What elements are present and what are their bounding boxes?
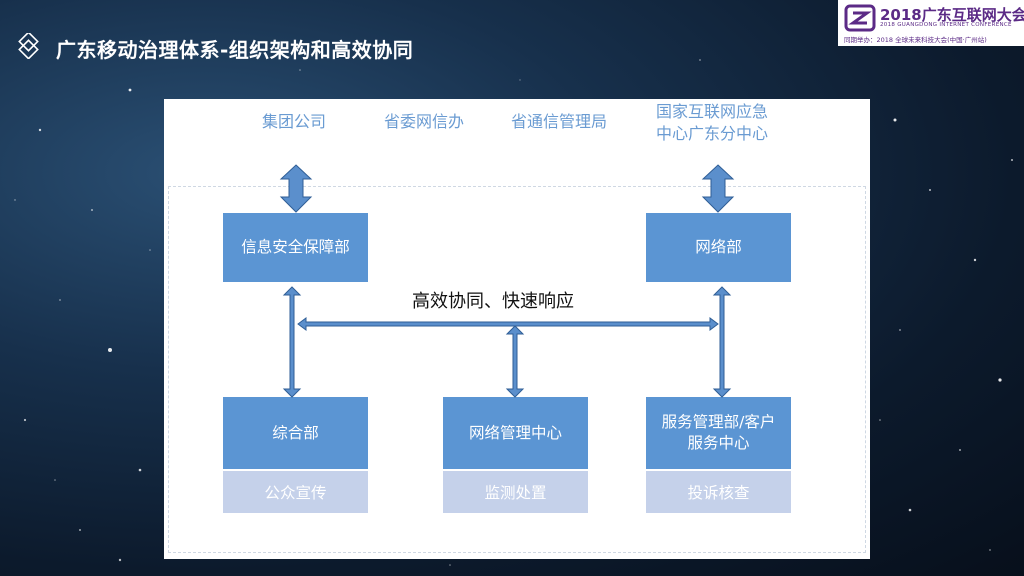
internal-org-boundary xyxy=(168,186,866,553)
arrow-security-to-general xyxy=(282,286,302,398)
subbox-monitoring-handling: 监测处置 xyxy=(443,471,588,513)
arrow-network-to-service xyxy=(712,286,732,398)
conference-logo-icon xyxy=(844,4,876,32)
arrow-horizontal-bus xyxy=(297,317,719,331)
subbox-public-publicity: 公众宣传 xyxy=(223,471,368,513)
box-general-dept: 综合部 xyxy=(223,397,368,469)
ext-label-cyberspace-office: 省委网信办 xyxy=(383,112,464,131)
org-diagram-panel: 集团公司 省委网信办 省通信管理局 国家互联网应急 中心广东分中心 信息安全保障… xyxy=(164,99,870,559)
ext-label-cert-guangdong: 国家互联网应急 中心广东分中心 xyxy=(642,101,782,145)
box-service-management-dept: 服务管理部/客户 服务中心 xyxy=(646,397,791,469)
page-title: 广东移动治理体系-组织架构和高效协同 xyxy=(56,38,414,62)
subbox-complaint-verification: 投诉核查 xyxy=(646,471,791,513)
ext-label-cert-line1: 国家互联网应急 xyxy=(655,102,768,121)
ext-label-group-company: 集团公司 xyxy=(261,112,326,131)
box-service-line1: 服务管理部/客户 xyxy=(661,413,776,431)
arrow-bus-to-nmc xyxy=(505,325,525,398)
box-network-dept: 网络部 xyxy=(646,213,791,282)
box-service-line2: 服务中心 xyxy=(687,434,750,452)
logo-name: 2018广东互联网大会 xyxy=(880,6,1024,24)
ext-label-communications-admin: 省通信管理局 xyxy=(510,112,607,131)
box-info-security-dept: 信息安全保障部 xyxy=(223,213,368,282)
ext-label-cert-line2: 中心广东分中心 xyxy=(655,124,768,143)
diagram-arrows xyxy=(279,164,735,398)
box-network-management-center: 网络管理中心 xyxy=(443,397,588,469)
arrow-cert-to-network xyxy=(701,164,735,213)
arrow-group-to-security xyxy=(279,164,313,213)
center-label: 高效协同、快速响应 xyxy=(412,291,574,312)
diamond-logo-icon xyxy=(18,33,39,59)
logo-subtitle: 同期举办：2018 全球未来科技大会(中国·广州站) xyxy=(844,36,987,44)
logo-english: 2018 GUANGDONG INTERNET CONFERENCE xyxy=(880,22,1012,28)
conference-logo: 2018广东互联网大会 2018 GUANGDONG INTERNET CONF… xyxy=(838,0,1024,46)
